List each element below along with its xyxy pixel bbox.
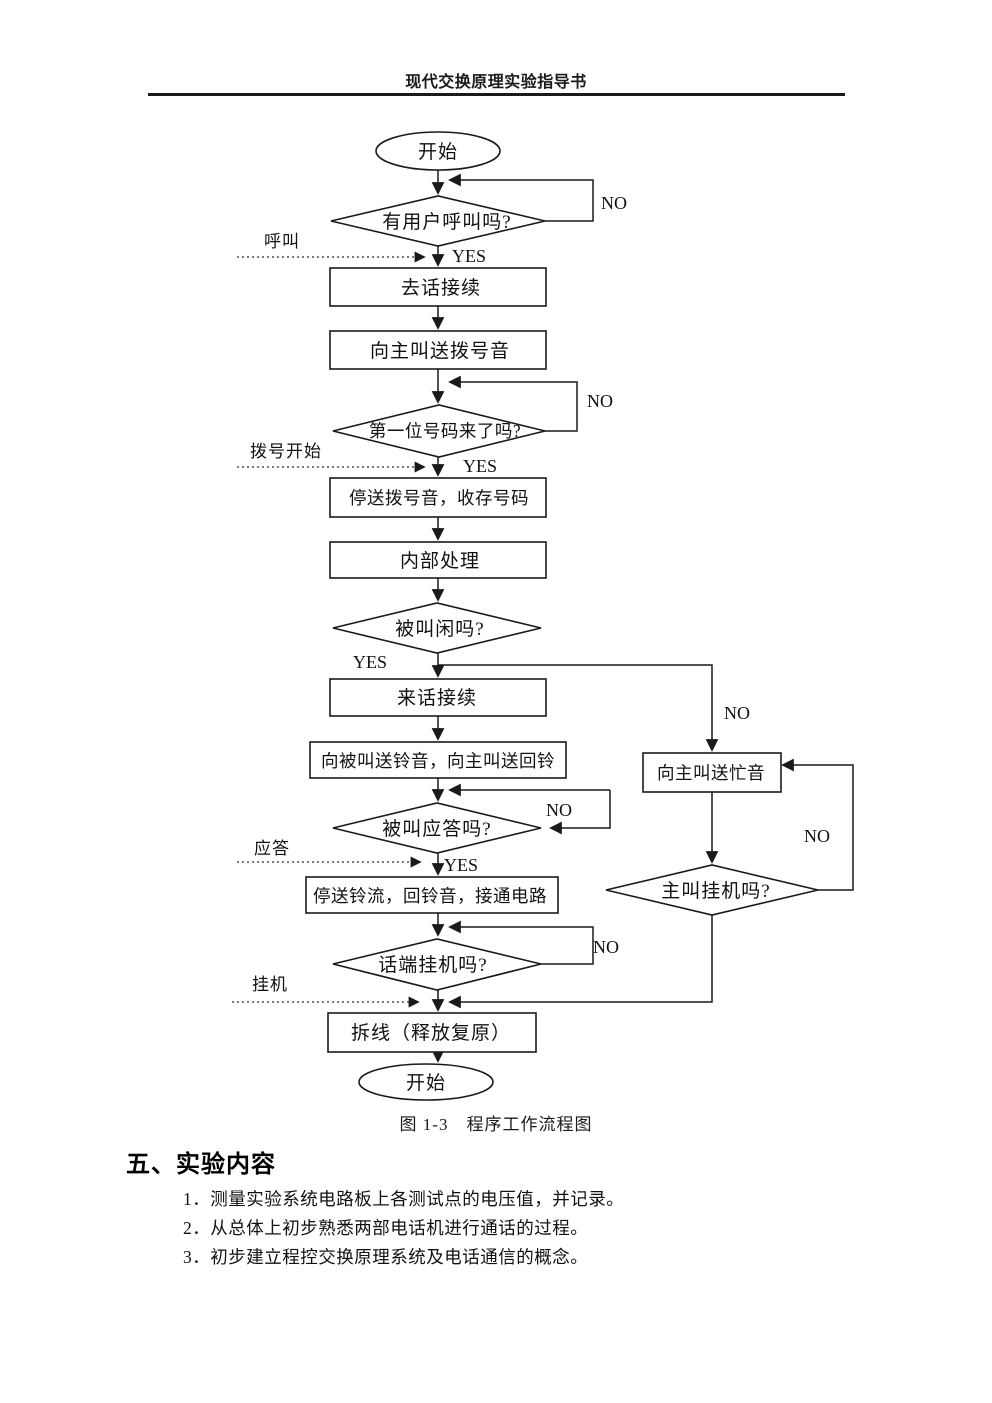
branch-d3-no-to-busy xyxy=(438,664,719,752)
no-label-d4: NO xyxy=(546,800,572,820)
no-loop-d2 xyxy=(448,375,578,432)
no-loop-d1 xyxy=(448,173,594,222)
process-stop-dialtone xyxy=(329,477,547,518)
end-label: 开始 xyxy=(406,1072,446,1094)
process-incoming-connect-label: 来话接续 xyxy=(397,687,477,709)
side-label-dial-start: 拨号开始 xyxy=(250,442,322,461)
end-terminator xyxy=(358,1063,494,1101)
start-label: 开始 xyxy=(418,141,458,163)
side-label-hangup: 挂机 xyxy=(252,975,288,994)
yes-label-d2: YES xyxy=(463,456,497,476)
yes-label-d1: YES xyxy=(452,246,486,266)
decision-callee-idle-label: 被叫闲吗? xyxy=(395,618,484,640)
decision-caller-onhook-label: 主叫挂机吗? xyxy=(661,880,770,902)
page-header-title: 现代交换原理实验指导书 xyxy=(405,74,587,91)
branch-d6-merge xyxy=(448,915,713,1009)
experiment-items-list: 1．测量实验系统电路板上各测试点的电压值，并记录。 2．从总体上初步熟悉两部电话… xyxy=(183,1185,743,1272)
no-label-d6: NO xyxy=(804,826,830,846)
decision-first-digit xyxy=(332,404,546,458)
yes-label-d3: YES xyxy=(353,652,387,672)
process-send-dialtone-label: 向主叫送拨号音 xyxy=(370,340,510,362)
no-label-d3: NO xyxy=(724,703,750,723)
no-loop-d5 xyxy=(448,920,594,965)
side-label-call: 呼叫 xyxy=(264,232,300,251)
decision-phone-onhook-label: 话端挂机吗? xyxy=(378,954,487,976)
decision-user-calling-label: 有用户呼叫吗? xyxy=(382,211,511,233)
process-stop-dialtone-label: 停送拨号音，收存号码 xyxy=(349,488,529,508)
header-rule xyxy=(148,93,845,96)
process-send-dialtone xyxy=(329,330,547,370)
process-send-busy-label: 向主叫送忙音 xyxy=(657,763,765,783)
process-incoming-connect xyxy=(329,678,547,717)
decision-first-digit-label: 第一位号码来了吗? xyxy=(369,421,521,441)
process-release-label: 拆线（释放复原） xyxy=(351,1022,511,1044)
decision-callee-answer xyxy=(332,802,542,854)
process-send-ring xyxy=(309,741,567,779)
no-label-d2: NO xyxy=(587,391,613,411)
no-label-d5: NO xyxy=(593,937,619,957)
start-terminator xyxy=(375,131,501,171)
side-label-answer: 应答 xyxy=(254,839,290,858)
decision-phone-onhook xyxy=(332,938,542,991)
process-internal xyxy=(329,541,547,579)
list-item: 2．从总体上初步熟悉两部电话机进行通话的过程。 xyxy=(183,1218,589,1238)
list-item: 3．初步建立程控交换原理系统及电话通信的概念。 xyxy=(183,1247,589,1267)
process-stop-ring-label: 停送铃流，回铃音，接通电路 xyxy=(313,886,547,906)
decision-callee-answer-label: 被叫应答吗? xyxy=(382,818,491,840)
section-heading: 五、实验内容 xyxy=(126,1151,276,1178)
process-internal-label: 内部处理 xyxy=(400,550,480,572)
process-stop-ring xyxy=(305,876,559,914)
no-loop-d4-return xyxy=(549,790,611,835)
figure-caption: 图 1-3 程序工作流程图 xyxy=(399,1115,593,1134)
no-label-d1: NO xyxy=(601,193,627,213)
decision-callee-idle xyxy=(332,602,542,654)
process-outgoing-connect-label: 去话接续 xyxy=(401,277,481,299)
process-outgoing-connect xyxy=(329,267,547,307)
list-item: 1．测量实验系统电路板上各测试点的电压值，并记录。 xyxy=(183,1189,625,1209)
process-send-busy xyxy=(642,752,782,793)
decision-user-calling xyxy=(330,195,546,247)
yes-label-d4: YES xyxy=(444,855,478,875)
decision-caller-onhook xyxy=(605,864,819,916)
process-send-ring-label: 向被叫送铃音，向主叫送回铃 xyxy=(321,751,555,771)
no-loop-d6 xyxy=(781,758,854,891)
process-release xyxy=(327,1012,537,1053)
